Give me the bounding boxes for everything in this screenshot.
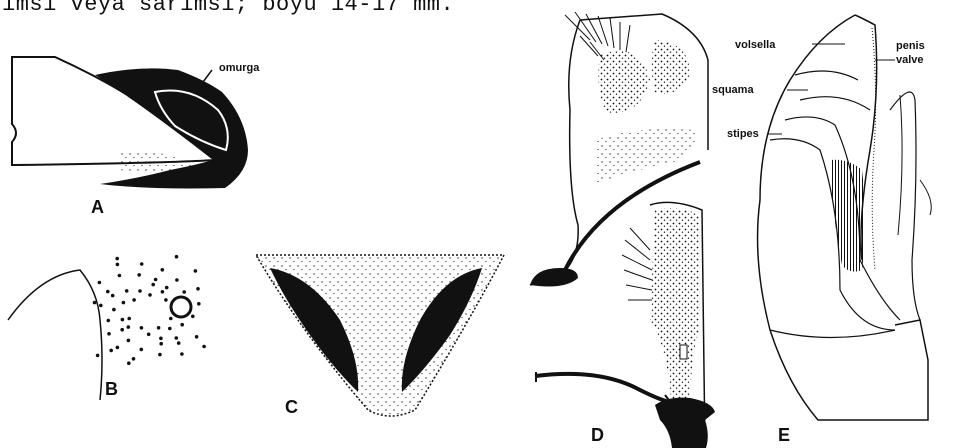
label-squama: squama	[712, 84, 754, 96]
panel-b-dot	[121, 318, 125, 322]
panel-b-dot	[175, 255, 179, 259]
panel-b-dot	[107, 319, 111, 323]
panel-b-dot	[118, 274, 122, 278]
panel-b-dot	[161, 290, 165, 294]
panel-b-dot	[202, 345, 206, 349]
panel-b-dot	[147, 333, 151, 337]
panel-b-dot	[140, 348, 144, 352]
panel-b-dot	[122, 301, 126, 305]
panel-b-dot	[180, 352, 184, 356]
panel-b-dot	[111, 294, 115, 298]
panel-b-dot	[161, 268, 165, 272]
label-valve: valve	[896, 54, 924, 66]
panel-b-dot	[98, 281, 102, 285]
panel-b-dot	[191, 315, 195, 319]
panel-b-dot	[127, 339, 131, 343]
panel-b-dot	[182, 290, 186, 294]
panel-b-dot	[96, 354, 100, 358]
panel-c-drawing	[256, 255, 504, 416]
panel-b-dot	[194, 269, 198, 273]
panel-b-dot	[127, 317, 131, 321]
panel-b-dot	[116, 263, 120, 267]
panel-b-dot	[99, 304, 103, 308]
panel-b-dot	[159, 337, 163, 341]
panel-b-dot	[196, 287, 200, 291]
panel-b-dot	[109, 349, 113, 353]
panel-e-drawing	[758, 15, 932, 420]
panel-b-dot	[151, 283, 155, 287]
panel-d-drawing	[530, 12, 715, 448]
panel-b-dot	[112, 308, 116, 312]
label-stipes: stipes	[727, 128, 759, 140]
panel-b-dot	[154, 278, 158, 282]
panel-b-dot	[175, 278, 179, 282]
panel-b-dot	[158, 353, 162, 357]
panel-b-dot	[169, 317, 173, 321]
panel-b-dot	[116, 346, 120, 350]
panel-a-drawing	[12, 57, 248, 189]
panel-b-dot	[159, 342, 163, 346]
panel-b-dot	[157, 326, 161, 330]
label-penis: penis	[896, 40, 925, 52]
panel-b-letter: B	[105, 379, 118, 399]
panel-b-dot	[197, 302, 201, 306]
panel-b-dot	[106, 290, 110, 294]
panel-a-letter: A	[91, 197, 104, 217]
panel-b-dot	[140, 326, 144, 330]
panel-b-dot	[175, 336, 179, 340]
panel-b-dot	[148, 293, 152, 297]
panel-b-dot	[120, 328, 124, 332]
panel-b-dot	[177, 341, 181, 345]
panel-e-letter: E	[778, 425, 790, 445]
panel-b-dot	[127, 361, 131, 365]
panel-b-dot	[93, 301, 97, 305]
label-volsella: volsella	[735, 39, 776, 51]
panel-b-dot	[164, 298, 168, 302]
panel-b-dot	[137, 273, 141, 277]
panel-b-dot	[180, 323, 184, 327]
label-omurga: omurga	[219, 62, 260, 74]
panel-d-letter: D	[591, 425, 604, 445]
panel-b-dot	[125, 289, 129, 293]
panel-b-dot	[168, 327, 172, 331]
panel-b-dot	[132, 298, 136, 302]
panel-b-dot	[140, 262, 144, 266]
panel-c-letter: C	[285, 397, 298, 417]
panel-b-dot	[132, 357, 136, 361]
panel-b-dot	[195, 335, 199, 339]
panel-b-dot	[138, 289, 142, 293]
panel-b-dot	[107, 332, 111, 336]
panel-b-dot	[165, 286, 169, 290]
panel-b-dot	[115, 257, 119, 261]
panel-b-dot	[127, 325, 131, 329]
